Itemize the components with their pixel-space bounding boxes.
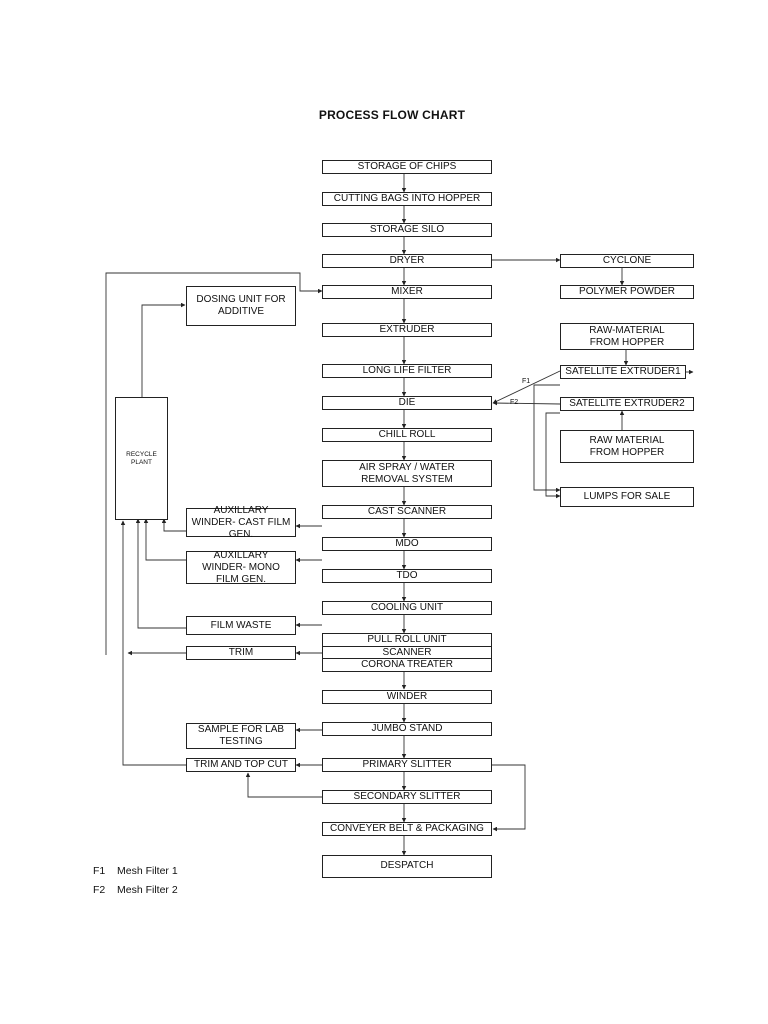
pull-roll-unit-box: PULL ROLL UNIT	[322, 633, 492, 647]
mixer-box: MIXER	[322, 285, 492, 299]
legend-code: F1	[93, 865, 106, 877]
trim-box: TRIM	[186, 646, 296, 660]
trim-top-cut-box: TRIM AND TOP CUT	[186, 758, 296, 772]
raw-material-hopper-1-box: RAW-MATERIAL FROM HOPPER	[560, 323, 694, 350]
cooling-unit-box: COOLING UNIT	[322, 601, 492, 615]
lumps-for-sale-box: LUMPS FOR SALE	[560, 487, 694, 507]
legend-f2: F2 Mesh Filter 2	[93, 884, 178, 896]
winder-box: WINDER	[322, 690, 492, 704]
chill-roll-box: CHILL ROLL	[322, 428, 492, 442]
cyclone-box: CYCLONE	[560, 254, 694, 268]
extruder-box: EXTRUDER	[322, 323, 492, 337]
satellite-extruder-1-box: SATELLITE EXTRUDER1	[560, 365, 686, 379]
f1-label: F1	[522, 378, 531, 385]
storage-of-chips-box: STORAGE OF CHIPS	[322, 160, 492, 174]
tdo-box: TDO	[322, 569, 492, 583]
polymer-powder-box: POLYMER POWDER	[560, 285, 694, 299]
page-title: PROCESS FLOW CHART	[318, 108, 466, 122]
dryer-box: DRYER	[322, 254, 492, 268]
aux-winder-mono-box: AUXILLARY WINDER- MONO FILM GEN.	[186, 550, 296, 585]
legend-meaning: Mesh Filter 2	[117, 884, 178, 896]
die-box: DIE	[322, 396, 492, 410]
satellite-extruder-2-box: SATELLITE EXTRUDER2	[560, 397, 694, 411]
recycle-plant-box: RECYCLE PLANT	[115, 397, 168, 520]
sample-lab-box: SAMPLE FOR LAB TESTING	[186, 723, 296, 749]
corona-treater-box: CORONA TREATER	[322, 658, 492, 672]
long-life-filter-box: LONG LIFE FILTER	[322, 364, 492, 378]
legend-meaning: Mesh Filter 1	[117, 865, 178, 877]
storage-silo-box: STORAGE SILO	[322, 223, 492, 237]
conveyer-belt-box: CONVEYER BELT & PACKAGING	[322, 822, 492, 836]
cast-scanner-box: CAST SCANNER	[322, 505, 492, 519]
primary-slitter-box: PRIMARY SLITTER	[322, 758, 492, 772]
dosing-unit-box: DOSING UNIT FOR ADDITIVE	[186, 286, 296, 326]
jumbo-stand-box: JUMBO STAND	[322, 722, 492, 736]
legend-f1: F1 Mesh Filter 1	[93, 865, 178, 877]
despatch-box: DESPATCH	[322, 855, 492, 878]
air-spray-box: AIR SPRAY / WATER REMOVAL SYSTEM	[322, 460, 492, 487]
aux-winder-cast-box: AUXILLARY WINDER- CAST FILM GEN.	[186, 505, 296, 540]
f2-label: F2	[510, 399, 519, 406]
secondary-slitter-box: SECONDARY SLITTER	[322, 790, 492, 804]
film-waste-box: FILM WASTE	[186, 616, 296, 635]
raw-material-hopper-2-box: RAW MATERIAL FROM HOPPER	[560, 430, 694, 463]
mdo-box: MDO	[322, 537, 492, 551]
legend-code: F2	[93, 884, 106, 896]
cutting-bags-box: CUTTING BAGS INTO HOPPER	[322, 192, 492, 206]
